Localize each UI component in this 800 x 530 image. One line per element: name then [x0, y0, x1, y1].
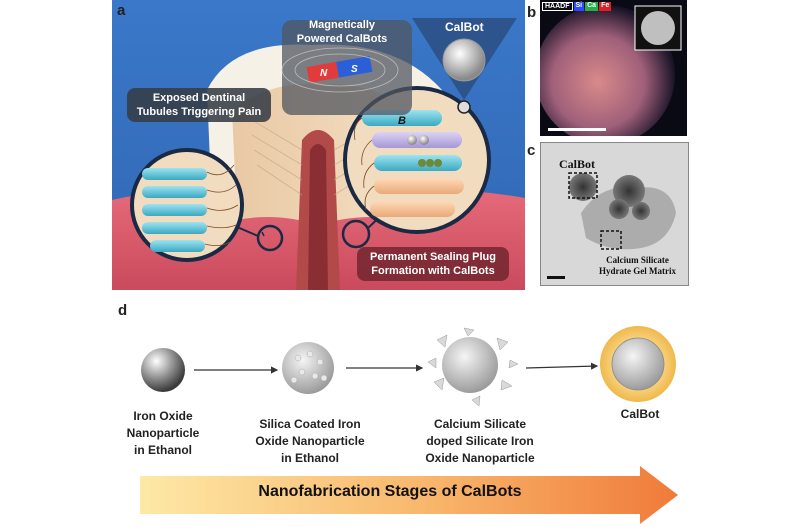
scale-bar-c [547, 276, 565, 279]
magnet-label-line1: Magnetically [308, 19, 376, 31]
nanofab-banner-arrow [140, 466, 678, 524]
panel-b-eds-map: HAADF Si Ca Fe [540, 0, 687, 136]
legend-fe: Fe [599, 2, 612, 11]
tubules-magnified-left [130, 148, 244, 262]
magnet-n-label: N [320, 68, 328, 79]
calbot-label-top: CalBot [445, 20, 484, 34]
magnet-label-line2: Powered CalBots [296, 33, 388, 45]
tem-matrix-label: Calcium Silicate Hydrate Gel Matrix [599, 255, 676, 277]
field-b-label: B [398, 115, 406, 127]
tem-calbot-label: CalBot [559, 157, 595, 171]
iron-oxide-particle [141, 348, 185, 392]
tem-image [547, 172, 676, 279]
panel-letter-c: c [527, 142, 536, 159]
stage-1-line-3: in Ethanol [134, 443, 192, 457]
nanofab-banner-text: Nanofabrication Stages of CalBots [258, 483, 522, 500]
tubules-label-line1: Exposed Dentinal [152, 92, 246, 104]
stage-label-3: Calcium Silicate doped Silicate Iron Oxi… [405, 416, 555, 467]
stage-label-1: Iron Oxide Nanoparticle in Ethanol [118, 408, 208, 459]
eds-image [540, 5, 682, 136]
panel-letter-b: b [527, 4, 537, 21]
panel-letter-d: d [118, 302, 128, 319]
magnet-s-label: S [351, 64, 358, 75]
legend-ca: Ca [585, 2, 599, 11]
stage-3-line-1: Calcium Silicate [433, 417, 527, 431]
panel-a: a Magnetically Powered CalBots N S CalBo… [112, 0, 525, 290]
silica-coated-particle [282, 342, 334, 394]
legend-haadf: HAADF [542, 2, 573, 11]
panel-c-tem: CalBot Calcium Silicate Hydrate Gel Matr… [540, 142, 689, 286]
stage-label-2: Silica Coated Iron Oxide Nanoparticle in… [240, 416, 380, 467]
eds-legend: HAADF Si Ca Fe [542, 2, 612, 11]
stage-3-line-2: doped Silicate Iron [426, 434, 534, 448]
sealing-label-line2: Formation with CalBots [371, 265, 495, 277]
tem-matrix-line2: Hydrate Gel Matrix [599, 266, 676, 276]
sealing-label-line1: Permanent Sealing Plug [370, 251, 496, 263]
magnet-label: Magnetically Powered CalBots [284, 18, 400, 46]
tubules-label: Exposed Dentinal Tubules Triggering Pain [127, 88, 271, 122]
stage-label-4: CalBot [600, 406, 680, 423]
tem-matrix-line1: Calcium Silicate [606, 255, 669, 265]
stage-2-line-3: in Ethanol [281, 451, 339, 465]
stage-1-line-1: Iron Oxide [133, 409, 193, 423]
sealing-label: Permanent Sealing Plug Formation with Ca… [357, 247, 509, 281]
stage-arrow-3 [525, 362, 599, 370]
scale-bar-b [548, 128, 606, 131]
stage-4-line-1: CalBot [620, 407, 660, 421]
magnet [306, 56, 373, 83]
stage-3-line-3: Oxide Nanoparticle [425, 451, 535, 465]
calbot-particle [611, 337, 665, 391]
calcium-doped-particle [427, 327, 519, 407]
stage-1-line-2: Nanoparticle [126, 426, 200, 440]
stages-graphics [141, 326, 676, 407]
legend-si: Si [573, 2, 585, 11]
panel-letter-a: a [117, 2, 126, 19]
stage-2-line-1: Silica Coated Iron [259, 417, 361, 431]
tubules-label-line2: Tubules Triggering Pain [136, 106, 262, 118]
stage-2-line-2: Oxide Nanoparticle [255, 434, 365, 448]
